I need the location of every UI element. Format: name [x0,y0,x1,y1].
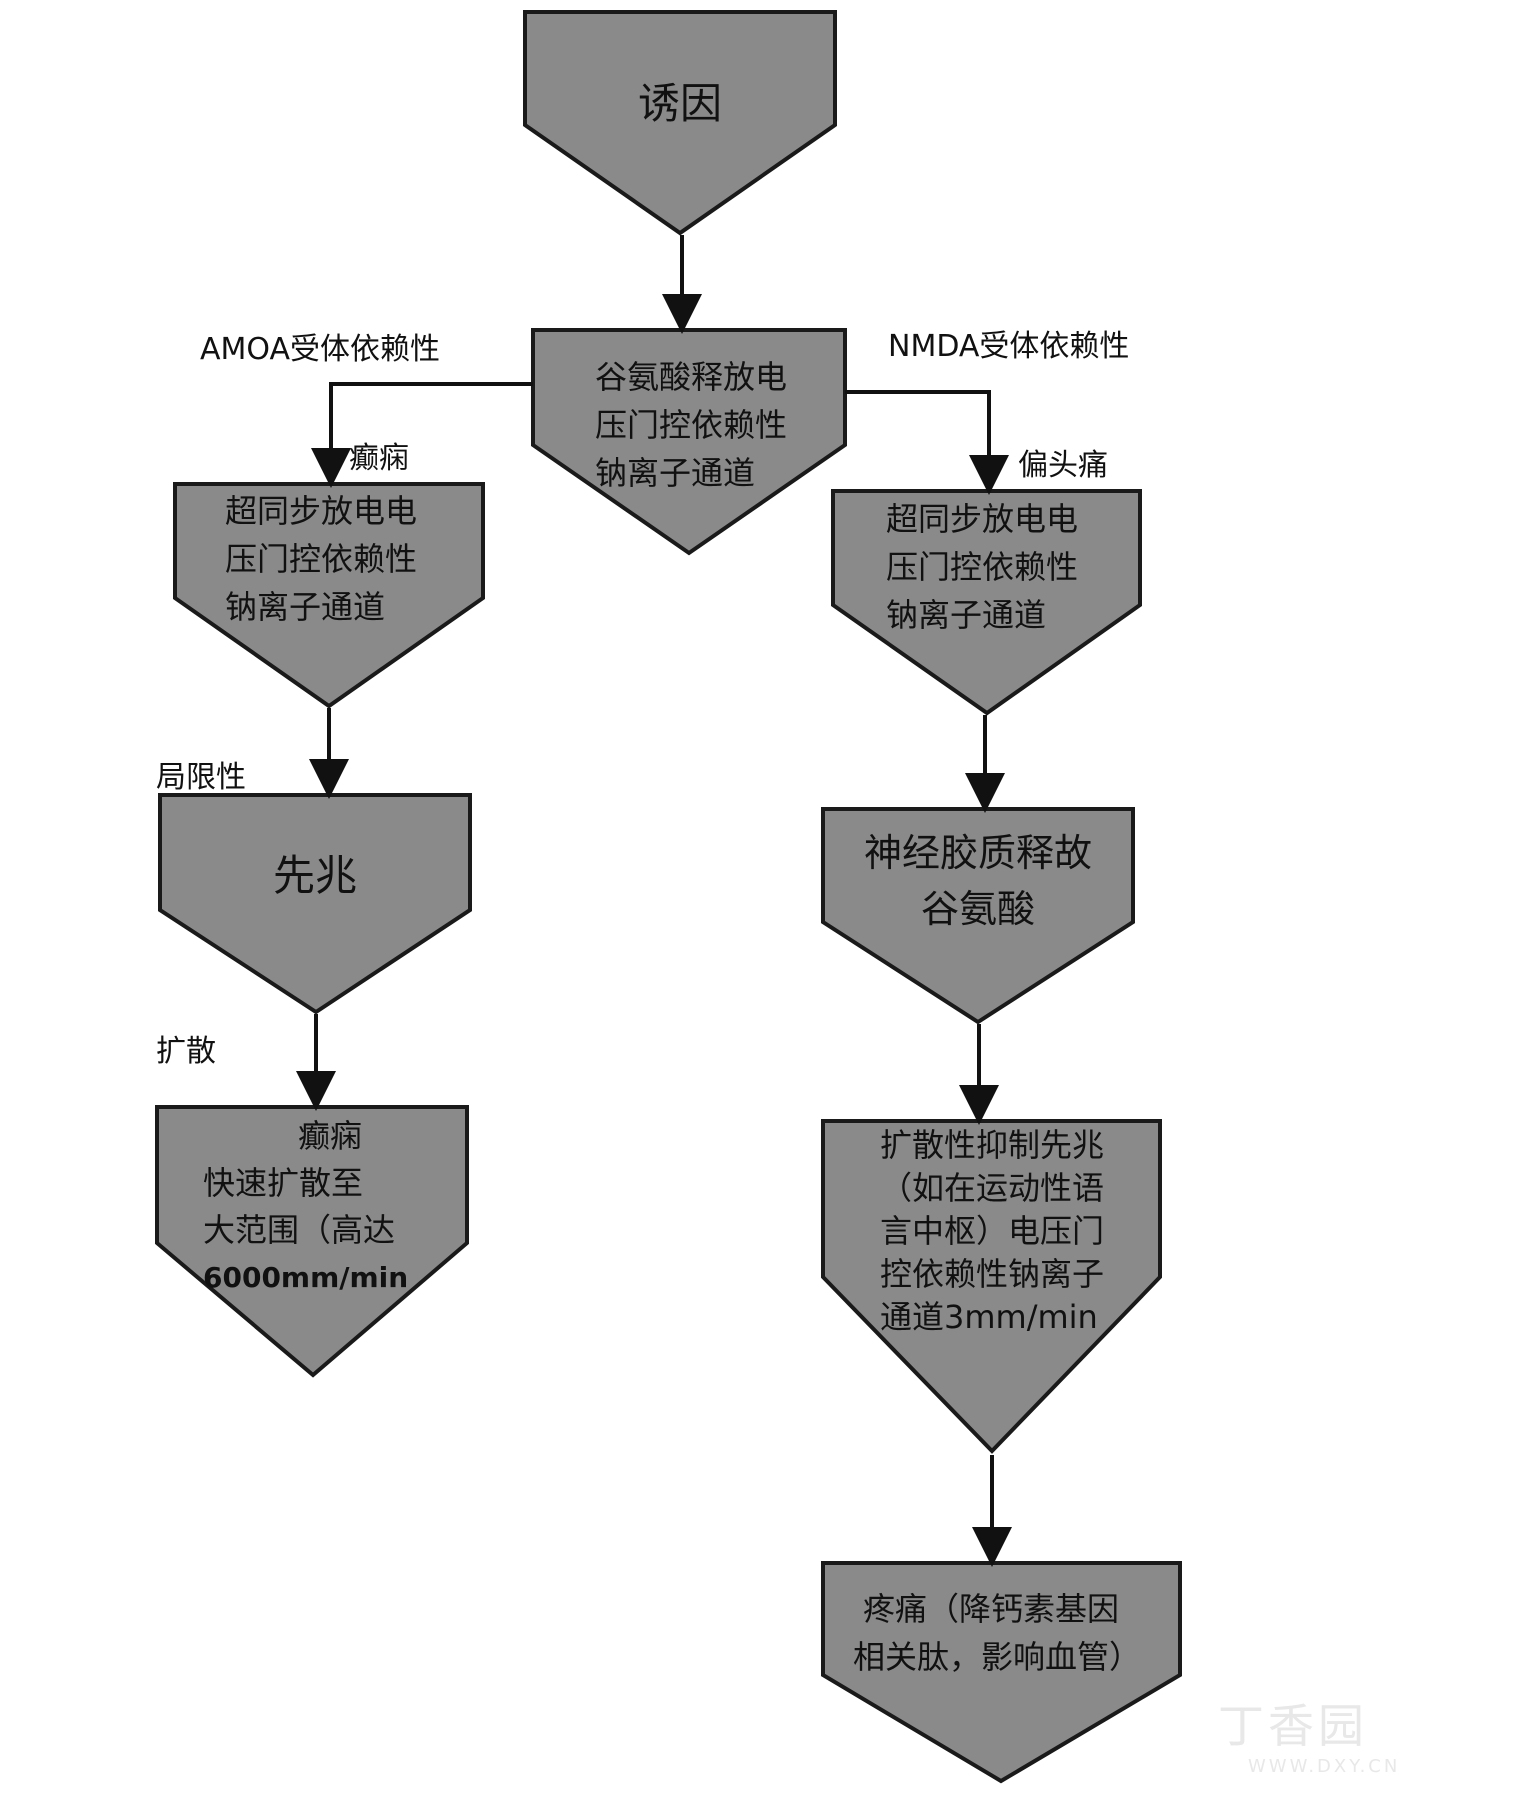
node-migraine-discharge-shape [831,489,1142,716]
node-aura-label: 先兆 [272,851,357,900]
node-epilepsy-discharge-label: 超同步放电电 压门控依赖性 钠离子通道 [225,492,418,626]
node-pain-shape [821,1561,1182,1784]
watermark-logo: 丁香园 WWW.DXY.CN [1218,1699,1401,1777]
node-epilepsy-spread-label: 癫痫 快速扩散至 大范围（高达 6000mm/min [203,1117,409,1294]
node-spreading-depression-shape [821,1119,1162,1454]
edge-label-amoa: AMOA受体依赖性 [200,332,441,367]
node-pain-label: 疼痛（降钙素基因 相关肽，影响血管） [853,1590,1142,1676]
node-epilepsy-spread-shape [155,1105,469,1378]
node-spreading-depression-label: 扩散性抑制先兆 （如在运动性语 言中枢）电压门 控依赖性钠离子 通道3mm/mi… [880,1126,1105,1336]
node-migraine-discharge-label: 超同步放电电 压门控依赖性 钠离子通道 [886,500,1079,634]
arrow-glutamate-to-migraine [845,390,1009,495]
node-glia-glutamate-label: 神经胶质释故 谷氨酸 [863,831,1092,931]
node-aura-shape [158,793,472,1015]
edge-label-localized: 局限性 [156,760,246,795]
arrow-glutamate-to-epilepsy [311,382,533,488]
edge-label-spread: 扩散 [156,1034,216,1069]
node-epilepsy-discharge-shape [173,482,485,709]
node-glia-glutamate-shape [821,807,1135,1025]
node-trigger-label: 诱因 [637,79,722,128]
edge-label-migraine: 偏头痛 [1018,448,1108,483]
edge-label-nmda: NMDA受体依赖性 [888,329,1130,364]
node-glutamate-release-shape [531,328,847,556]
edge-label-epilepsy: 癫痫 [349,441,409,476]
node-trigger-shape [523,10,837,236]
node-glutamate-release-label: 谷氨酸释放电 压门控依赖性 钠离子通道 [595,358,788,492]
